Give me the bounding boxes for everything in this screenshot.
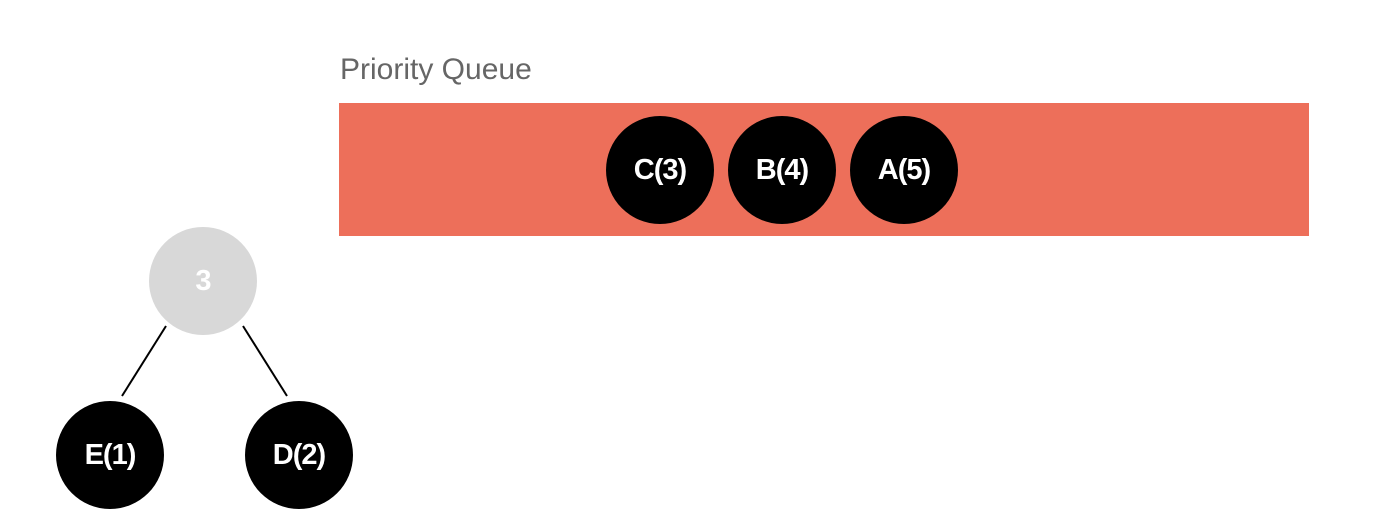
priority-queue-title: Priority Queue (340, 53, 532, 86)
queue-node: B(4) (728, 116, 836, 224)
tree-left-node: E(1) (56, 401, 164, 509)
tree-parent-node: 3 (149, 227, 257, 335)
queue-node: A(5) (850, 116, 958, 224)
edge-right (242, 325, 288, 397)
queue-node: C(3) (606, 116, 714, 224)
edge-left (121, 325, 167, 397)
priority-queue-bar: C(3) B(4) A(5) (339, 103, 1309, 236)
tree-right-node: D(2) (245, 401, 353, 509)
